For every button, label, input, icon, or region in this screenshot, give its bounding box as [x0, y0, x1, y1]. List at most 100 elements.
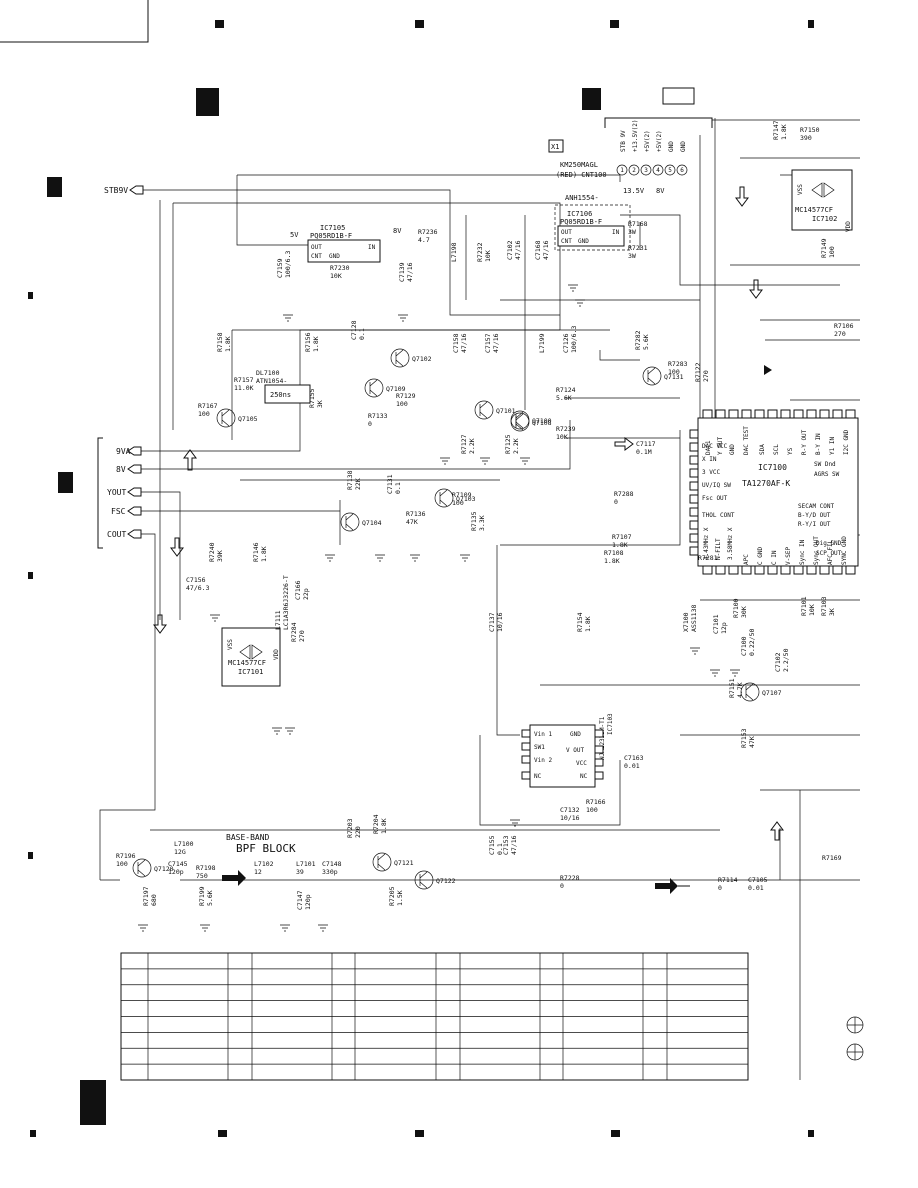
component-ref: R7133 [368, 412, 388, 420]
component-ref: R7228 [560, 874, 580, 882]
ic7101-part: MC14577CF [228, 659, 266, 667]
ic7100-right-0: SW Dnd [814, 461, 836, 468]
component-ref: R7284 [290, 622, 298, 642]
component-ref: R7198 [196, 864, 216, 872]
component-value: 100 [396, 400, 408, 408]
transistor-symbol [369, 379, 378, 397]
transistor-ref: Q7122 [436, 877, 456, 885]
ic-pin-box [715, 409, 726, 419]
component-value: 0 [614, 498, 618, 506]
component-value: 330p [322, 868, 338, 876]
ic7102-part: MC14577CF [795, 206, 833, 214]
component-ref: C7100 [740, 636, 748, 656]
stb9v-label: STB9V [104, 186, 128, 195]
ic-pin-box [689, 442, 699, 452]
component-ref: C7157 [484, 333, 492, 353]
transistor-symbol [439, 489, 448, 507]
ic-pin-box [832, 409, 843, 419]
component-value: 750 [196, 872, 208, 880]
label-box [662, 87, 695, 105]
transistor-q7121: Q7121 [372, 852, 414, 872]
component-ref: R7114 [718, 876, 738, 884]
ic7100-left-3: UV/IQ SW [702, 482, 731, 489]
component-r7281: R7281 [698, 554, 718, 562]
ic7103-left-3: NC [534, 773, 542, 780]
ic7106-note: ANH1554- [565, 194, 599, 202]
component-ref: R7281 [698, 554, 718, 562]
component-value: 100/6.3 [570, 326, 578, 353]
component-ref: C7132 [560, 806, 580, 814]
transistor-symbol [515, 413, 524, 431]
regulator-ic7106: ANH1554- IC7106 PQ05RD1B-F OUT IN CNT GN… [554, 194, 631, 251]
component-ref: R7199 [198, 886, 206, 906]
ic-pin-box [689, 481, 699, 491]
pin-label-2: +13.5V(2) [632, 119, 639, 152]
ic7102-vss: VSS [797, 184, 804, 195]
component-value: 0 [560, 882, 564, 890]
component-value: 3K [316, 400, 324, 408]
pin-label-3: +5V(2) [644, 130, 651, 152]
component-value: ATN1054- [256, 377, 287, 385]
component-ref: R7153 [740, 728, 748, 748]
transistor-symbol [137, 859, 146, 877]
component-ref: C7159 [276, 258, 284, 278]
ic-pin-box [689, 520, 699, 530]
component-ref: R7129 [396, 392, 416, 400]
component-value: 4.7K [736, 682, 744, 698]
ic7101: MC14577CF IC7101 VSS VDD [221, 627, 281, 687]
ic-pin-box [741, 409, 752, 419]
transistor-q7131: Q7131 [642, 366, 684, 386]
component-ref: C7153 [502, 835, 510, 855]
component-ref: C7158 [452, 333, 460, 353]
ic7103-left-2: Vin 2 [534, 757, 552, 764]
component-value: 2.2K [468, 438, 476, 454]
side-label-yout: YOUT [107, 488, 126, 497]
ic7100-bottom-1: C GND [757, 547, 764, 565]
transistor-symbol [479, 401, 488, 419]
ic7100-part: TA1270AF-K [742, 479, 790, 488]
ic7100-left-2: 3 VCC [702, 469, 720, 476]
component-value: 1.8K [380, 818, 388, 834]
component-value: 39K [216, 550, 224, 562]
component-value: 1.8K [612, 541, 628, 549]
transistor-symbol [221, 409, 230, 427]
component-ref: R7108 [604, 549, 624, 557]
ic7106-pin-cnt: CNT [561, 238, 572, 245]
component-ref: R7158 [216, 332, 224, 352]
component-value: 1.8K [604, 557, 620, 565]
component-l7199: L7199 [538, 333, 546, 353]
component-value: 12G [174, 848, 186, 856]
ic7105-pin-gnd: GND [329, 253, 340, 260]
component-ref: R7149 [820, 238, 828, 258]
component-ref: C7105 [748, 876, 768, 884]
component-value: 10/16 [560, 814, 580, 822]
ic7100-ref: IC7100 [758, 463, 787, 472]
component-value: 10K [808, 604, 816, 616]
pin-label-6: GND [680, 141, 687, 152]
transistor-symbol [377, 853, 386, 871]
ic7103-ref: IC7103 [607, 713, 614, 735]
ic-pin-box [741, 565, 752, 575]
component-ref: C7139 [398, 262, 406, 282]
component-value: 100 [452, 499, 464, 507]
component-value: 270 [834, 330, 846, 338]
delay-line-dl7100: 250ns [264, 384, 311, 404]
